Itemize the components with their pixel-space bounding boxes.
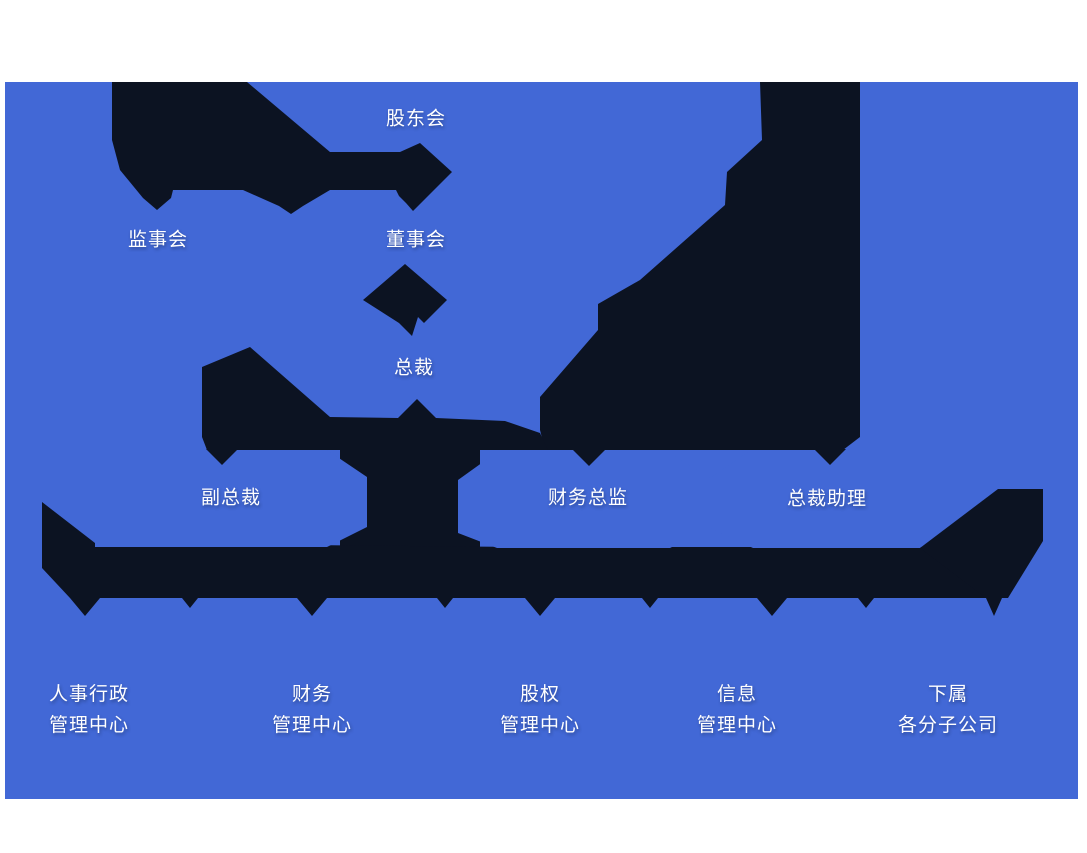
connector-right-blob (540, 82, 860, 464)
arrowhead-vice-president (206, 449, 238, 465)
dept-line1: 下属 (927, 683, 969, 705)
dept-line1: 财务 (291, 683, 333, 705)
connector-mid-band (202, 347, 548, 463)
node-president-assistant: 总裁助理 (786, 487, 868, 510)
cutout-vice-president (95, 450, 367, 547)
dept-line1: 人事行政 (48, 683, 130, 705)
node-shareholders: 股东会 (385, 107, 447, 130)
dept-line1: 股权 (519, 683, 561, 705)
node-dept-information: 信息 管理中心 (697, 679, 777, 741)
dept-line2: 管理中心 (48, 714, 130, 736)
node-dept-equity: 股权 管理中心 (500, 679, 580, 741)
cutout-finance-assistant (458, 452, 1043, 548)
dept-line1: 信息 (716, 683, 758, 705)
node-president: 总裁 (393, 356, 435, 379)
dept-line2: 管理中心 (271, 714, 353, 736)
dept-line2: 管理中心 (499, 714, 581, 736)
dept-line2: 管理中心 (696, 714, 778, 736)
node-dept-hr-admin: 人事行政 管理中心 (49, 679, 129, 741)
node-board-of-directors: 董事会 (385, 228, 447, 251)
connector-right-descender (920, 489, 1043, 598)
connector-bottom-band (42, 502, 1037, 616)
connector-trunk (340, 445, 480, 548)
node-supervisory-board: 监事会 (127, 228, 189, 251)
connector-board-president-diamond (363, 264, 447, 336)
node-dept-finance: 财务 管理中心 (272, 679, 352, 741)
node-dept-subsidiaries: 下属 各分子公司 (898, 679, 998, 741)
dept-line2: 各分子公司 (897, 714, 999, 736)
arrowhead-finance-director (573, 450, 605, 466)
node-finance-director: 财务总监 (547, 486, 629, 509)
arrowhead-president-assistant (814, 449, 846, 465)
connector-shareholders-arrow (112, 82, 452, 214)
node-vice-president: 副总裁 (200, 486, 262, 509)
